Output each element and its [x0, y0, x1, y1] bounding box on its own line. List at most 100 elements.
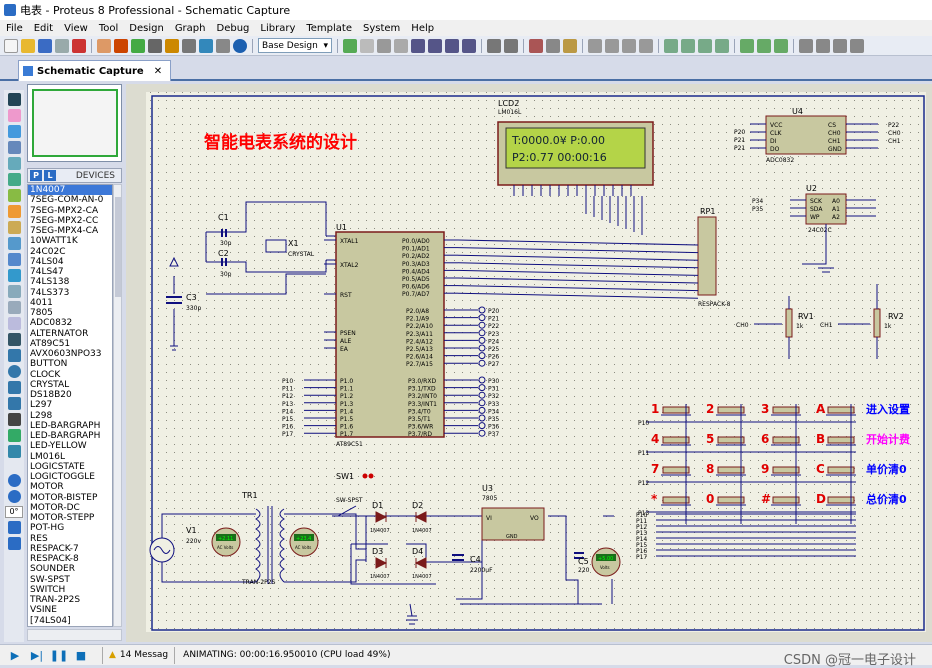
component-mode-icon[interactable]	[7, 109, 21, 122]
zoom-out-icon[interactable]	[428, 38, 442, 53]
device-pin-icon[interactable]	[7, 221, 21, 234]
text-script-icon[interactable]	[7, 157, 21, 170]
diode-d1[interactable]: D1 1N4007	[370, 501, 390, 534]
origin-icon[interactable]	[377, 38, 391, 53]
menu-view[interactable]: View	[64, 22, 88, 34]
device-list-item[interactable]: L297	[30, 400, 53, 411]
eeprom-u2[interactable]: U2 24C02C	[805, 184, 847, 234]
3d-icon[interactable]	[165, 38, 179, 53]
device-list-item[interactable]: AT89C51	[30, 338, 71, 349]
virtual-instruments-icon[interactable]	[7, 317, 21, 330]
pause-icon[interactable]: ❚❚	[49, 648, 69, 662]
menu-file[interactable]: File	[6, 22, 23, 34]
netlist-icon[interactable]	[850, 38, 864, 53]
stop-icon[interactable]: ■	[75, 648, 87, 662]
rotation-angle-field[interactable]: 0°	[5, 506, 23, 518]
block-delete-icon[interactable]	[639, 38, 653, 53]
device-list-item[interactable]: ALTERNATOR	[30, 328, 89, 339]
device-list-item[interactable]: AVX0603NPO33	[30, 349, 102, 359]
tab-schematic-capture[interactable]: Schematic Capture ✕	[18, 60, 172, 81]
device-list-item[interactable]: SOUNDER	[30, 564, 75, 575]
library-manager-button[interactable]: L	[44, 170, 56, 181]
potentiometer-rv2[interactable]: RV2 1k CH1	[820, 284, 904, 359]
device-list-item[interactable]: SWITCH	[30, 584, 66, 595]
device-list-hscrollbar[interactable]	[27, 629, 122, 641]
circle-icon[interactable]	[7, 365, 21, 378]
buses-icon[interactable]	[7, 173, 21, 186]
notes-icon[interactable]	[216, 38, 230, 53]
device-list-item[interactable]: SW-SPST	[30, 574, 70, 585]
message-count[interactable]: ▲14 Messag	[102, 646, 176, 664]
menu-debug[interactable]: Debug	[216, 22, 250, 34]
dc-voltmeter[interactable]: +5.00 Volts	[591, 547, 621, 577]
capacitor-c5[interactable]: C5 220	[574, 552, 590, 574]
device-list-item[interactable]: CLOCK	[30, 369, 61, 380]
tape-recorder-icon[interactable]	[7, 253, 21, 266]
device-list-item[interactable]: BUTTON	[30, 359, 68, 370]
wire-autorouter-icon[interactable]	[740, 38, 754, 53]
device-list-item[interactable]: 74LS373	[30, 287, 70, 298]
device-list-item[interactable]: ADC0832	[30, 318, 73, 329]
device-list-item[interactable]: RESPACK-7	[30, 543, 79, 554]
device-list-item[interactable]: 7805	[30, 308, 53, 318]
pick-devices-button[interactable]: P	[30, 170, 42, 181]
capacitor-c2[interactable]: C2 30p	[218, 249, 232, 278]
device-list-item[interactable]: MOTOR	[30, 482, 64, 493]
design-select[interactable]: Base Design▾	[258, 38, 332, 53]
pick-device-icon[interactable]	[664, 38, 678, 53]
search-tag-icon[interactable]	[757, 38, 771, 53]
menu-system[interactable]: System	[363, 22, 401, 34]
graph-icon[interactable]	[7, 237, 21, 250]
diode-d4[interactable]: D4 1N4007	[412, 547, 432, 580]
packaging-icon[interactable]	[698, 38, 712, 53]
wire-label-icon[interactable]	[7, 141, 21, 154]
potentiometer-rv1[interactable]: RV1 1k CH0	[736, 296, 814, 359]
device-list-item[interactable]: MOTOR-BISTEP	[30, 492, 98, 503]
capacitor-c4[interactable]: C4 2200uF	[452, 554, 493, 574]
device-list-item[interactable]: TRAN-2P2S	[30, 595, 81, 605]
close-icon[interactable]: ✕	[153, 65, 163, 77]
device-list-item[interactable]: MOTOR-STEPP	[30, 513, 95, 523]
path-icon[interactable]	[7, 397, 21, 410]
device-list-item[interactable]: 24C02C	[30, 246, 66, 257]
selection-mode-icon[interactable]	[7, 93, 21, 106]
device-list-item[interactable]: 74LS04	[30, 256, 64, 267]
diode-d2[interactable]: D2 1N4007	[412, 501, 432, 534]
device-list-item[interactable]: LED-BARGRAPH	[30, 431, 101, 441]
menu-library[interactable]: Library	[260, 22, 296, 34]
help-icon[interactable]	[233, 38, 247, 53]
decompose-icon[interactable]	[715, 38, 729, 53]
overview-window[interactable]	[27, 84, 122, 162]
device-list-item[interactable]: VSINE	[30, 605, 57, 616]
open-folder-icon[interactable]	[21, 38, 35, 53]
source-icon[interactable]	[199, 38, 213, 53]
device-list-item[interactable]: 7SEG-MPX2-CC	[30, 215, 99, 226]
generator-icon[interactable]	[7, 269, 21, 282]
device-list-item[interactable]: LOGICSTATE	[30, 461, 85, 472]
import-icon[interactable]	[55, 38, 69, 53]
switch-sw1[interactable]: SW1 SW-SPST	[332, 472, 374, 517]
voltage-probe-icon[interactable]	[7, 285, 21, 298]
device-list-item[interactable]: L298	[30, 410, 53, 421]
device-list-item[interactable]: 74LS138	[30, 277, 70, 288]
block-copy-icon[interactable]	[588, 38, 602, 53]
box-icon[interactable]	[7, 349, 21, 362]
bom-icon[interactable]	[182, 38, 196, 53]
device-list-item[interactable]: MOTOR-DC	[30, 502, 80, 513]
device-list-item[interactable]: RESPACK-8	[30, 554, 79, 564]
remove-sheet-icon[interactable]	[816, 38, 830, 53]
save-icon[interactable]	[38, 38, 52, 53]
device-list-scrollbar[interactable]	[113, 184, 122, 627]
capacitor-c3[interactable]: C3 330p	[166, 293, 201, 351]
symbol-icon[interactable]	[7, 429, 21, 442]
menu-help[interactable]: Help	[411, 22, 435, 34]
mirror-y-icon[interactable]	[7, 537, 21, 550]
block-rotate-icon[interactable]	[622, 38, 636, 53]
microcontroller-u1[interactable]: U1 AT89C51	[335, 223, 445, 448]
transformer-tr1[interactable]: TR1 TRAN-2P2S	[241, 491, 285, 586]
diode-d3[interactable]: D3 1N4007	[370, 547, 390, 580]
menu-tool[interactable]: Tool	[98, 22, 119, 34]
new-file-icon[interactable]	[4, 38, 18, 53]
device-list-item[interactable]: DS18B20	[30, 390, 72, 400]
undo-icon[interactable]	[487, 38, 501, 53]
